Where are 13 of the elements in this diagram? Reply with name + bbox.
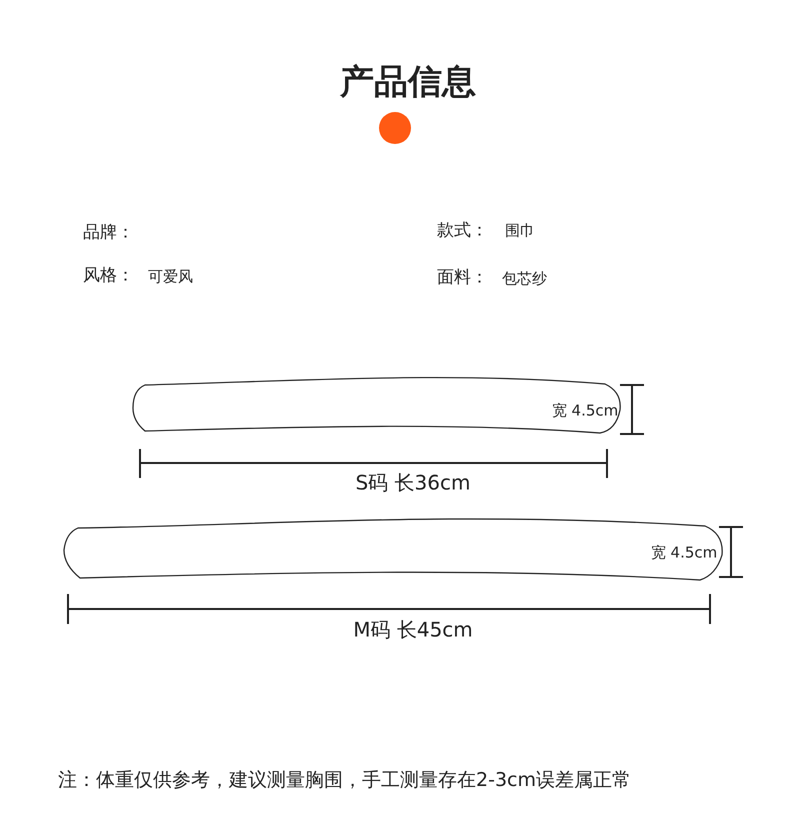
dimension-label: 宽 4.5cm (552, 402, 618, 420)
dimension-label: M码 长45cm (353, 616, 473, 644)
field-label: 面料： (437, 266, 488, 288)
field-label: 品牌： (83, 222, 134, 244)
field-label: 风格： (83, 264, 134, 286)
footnote: 注：体重仅供参考，建议测量胸围，手工测量存在2-3cm误差属正常 (58, 768, 631, 793)
dimension-label: S码 长36cm (356, 470, 470, 496)
page-title: 产品信息 (340, 61, 476, 104)
field-label: 款式： (437, 220, 488, 242)
field-value: 围巾 (505, 222, 535, 240)
field-value: 可爱风 (148, 268, 193, 286)
field-value: 包芯纱 (502, 270, 547, 288)
dimension-label: 宽 4.5cm (650, 544, 718, 562)
